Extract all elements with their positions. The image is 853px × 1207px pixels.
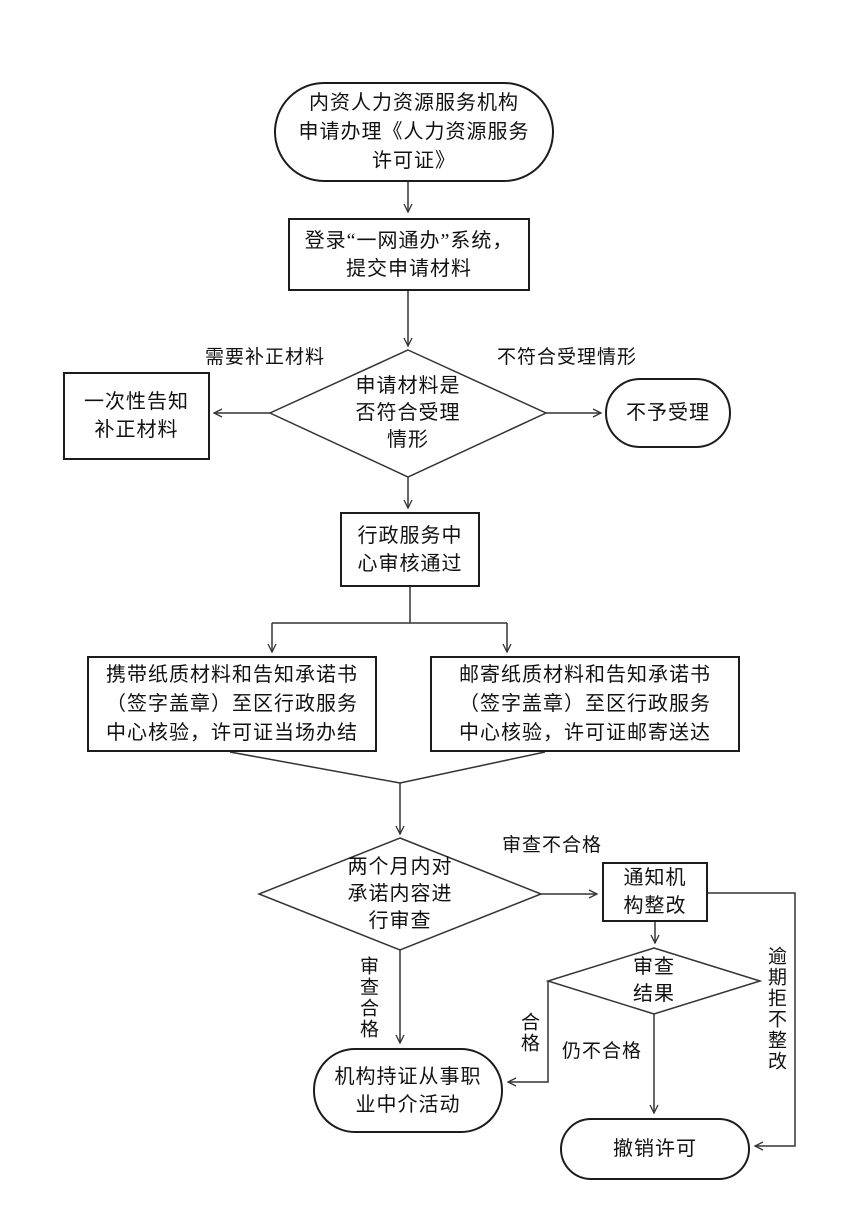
edge-label-need-supplement: 需要补正材料 [205,347,326,368]
center-review-step: 行政服务中 心审核通过 [340,512,480,587]
edge-label-overdue-refuse: 逾期拒不整改 [765,946,786,1072]
commitment-review-label: 两个月内对 承诺内容进 行审查 [347,855,453,932]
supplement-notice-step: 一次性告知 补正材料 [63,372,210,460]
edge-carry-merge [229,751,401,784]
edge-mail-merge [399,751,546,784]
edge-label-pass: 合格 [518,1012,539,1054]
rectify-result-label: 审查 结果 [633,956,675,1005]
edge-notify-revoke [708,892,796,1151]
edge-label-not-acceptable: 不符合受理情形 [497,347,638,368]
reject-terminator: 不予受理 [605,378,731,448]
start-terminator: 内资人力资源服务机构 申请办理《人力资源服务 许可证》 [274,82,554,182]
mail-materials-step: 邮寄纸质材料和告知承诺书 （签字盖章）至区行政服务 中心核验，许可证邮寄送达 [430,656,740,752]
edge-label-review-pass: 审查合格 [357,956,378,1040]
edge-decision3-license [506,981,549,1087]
login-submit-step: 登录“一网通办”系统， 提交申请材料 [288,218,530,291]
edge-label-still-fail: 仍不合格 [562,1041,643,1062]
edge-label-review-fail: 审查不合格 [502,835,603,856]
acceptance-decision-label: 申请材料是 否符合受理 情形 [355,374,461,451]
notify-rectify-step: 通知机 构整改 [602,862,708,922]
carry-materials-step: 携带纸质材料和告知承诺书 （签字盖章）至区行政服务 中心核验，许可证当场办结 [87,656,377,752]
revoke-license-terminator: 撤销许可 [560,1118,750,1180]
licensed-activity-terminator: 机构持证从事职 业中介活动 [313,1048,503,1133]
